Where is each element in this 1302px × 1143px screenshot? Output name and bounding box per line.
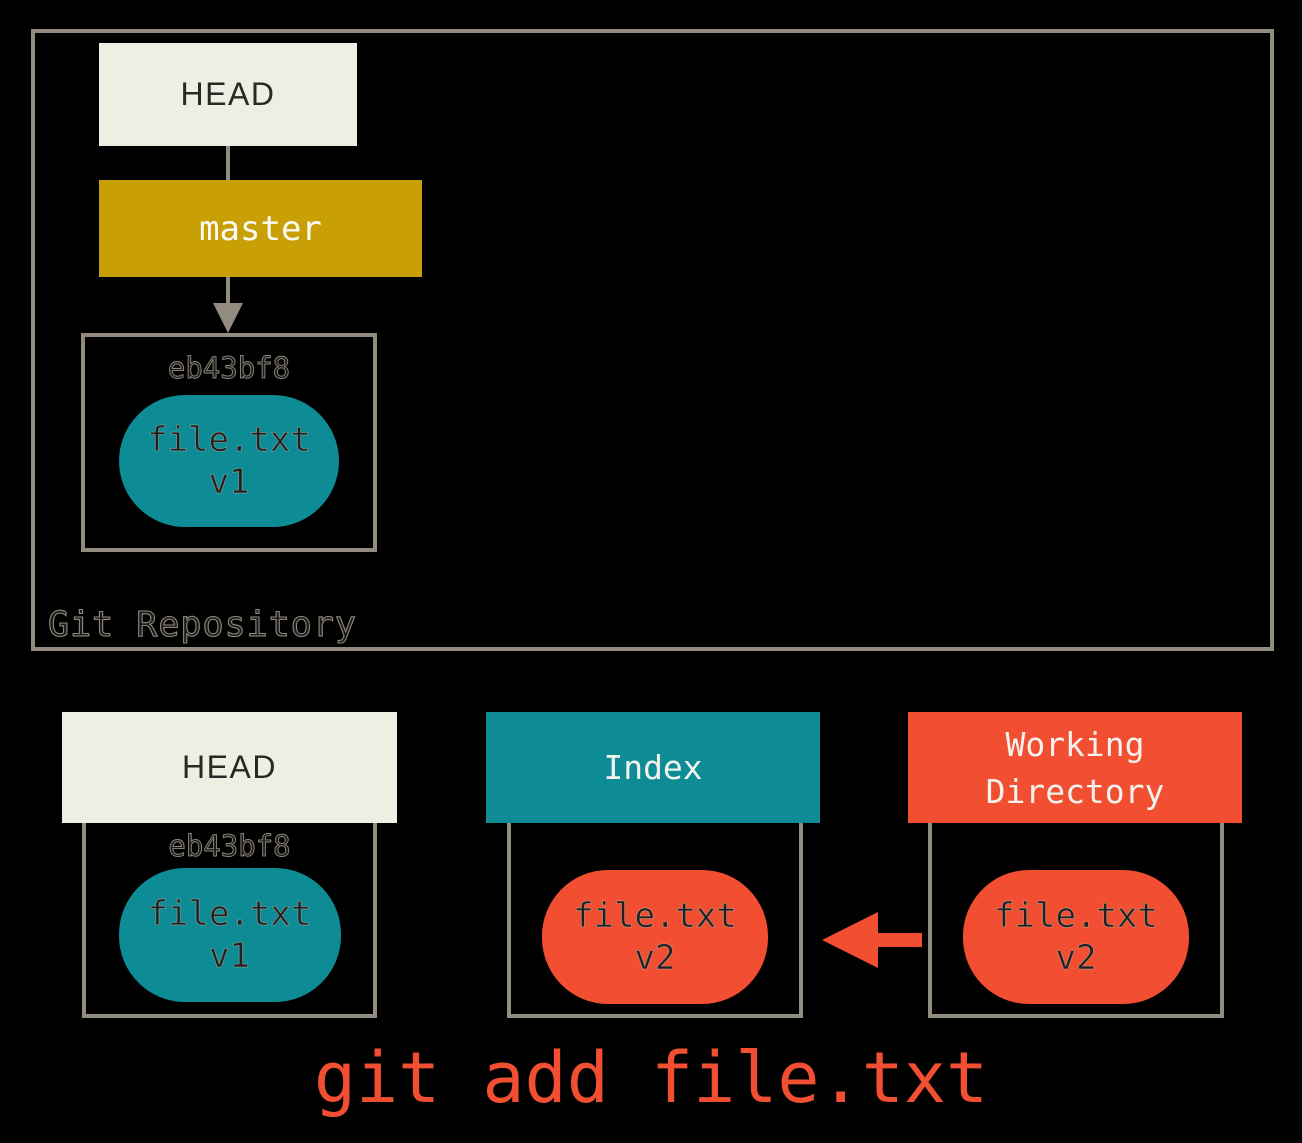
- head-to-branch-connector-line: [226, 146, 230, 180]
- head-column-title: HEAD: [182, 749, 277, 785]
- working-directory-box: file.txt v2: [928, 823, 1224, 1018]
- working-directory-blob-version-label: v2: [1055, 938, 1097, 979]
- head-blob-pill: file.txt v1: [118, 868, 341, 1002]
- working-directory-blob-file-label: file.txt: [994, 896, 1158, 937]
- branch-label: master: [199, 208, 322, 249]
- working-directory-title: Working Directory: [985, 724, 1165, 811]
- head-blob-file-label: file.txt: [147, 894, 312, 935]
- head-blob-version-label: v1: [209, 936, 251, 977]
- head-commit-hash-label: eb43bf8: [168, 829, 291, 864]
- branch-box: master: [99, 180, 422, 277]
- working-directory-blob-pill: file.txt v2: [963, 870, 1189, 1004]
- working-directory-header: Working Directory: [908, 712, 1242, 823]
- blob-file-label: file.txt: [147, 420, 311, 461]
- blob-pill: file.txt v1: [119, 395, 339, 527]
- commit-box: eb43bf8 file.txt v1: [81, 333, 377, 552]
- head-ref-label: HEAD: [180, 76, 276, 112]
- git-repository-label: Git Repository: [47, 604, 358, 645]
- index-blob-version-label: v2: [634, 938, 676, 979]
- commit-hash-label: eb43bf8: [167, 351, 291, 386]
- git-repository-box: Git Repository: [31, 29, 1274, 651]
- index-blob-file-label: file.txt: [573, 896, 737, 937]
- head-column-box: eb43bf8 file.txt v1: [82, 823, 377, 1018]
- head-ref-box: HEAD: [99, 43, 357, 146]
- head-column-header: HEAD: [62, 712, 397, 823]
- arrow-down-icon: [213, 303, 243, 333]
- arrow-left-icon: [822, 912, 878, 968]
- blob-version-label: v1: [208, 462, 250, 503]
- git-command-text: git add file.txt: [313, 1037, 989, 1119]
- add-arrow-shaft: [878, 933, 922, 947]
- index-blob-pill: file.txt v2: [542, 870, 768, 1004]
- index-column-header: Index: [486, 712, 820, 823]
- index-column-box: file.txt v2: [507, 823, 803, 1018]
- branch-to-commit-connector-line: [226, 277, 230, 305]
- index-column-title: Index: [603, 748, 703, 787]
